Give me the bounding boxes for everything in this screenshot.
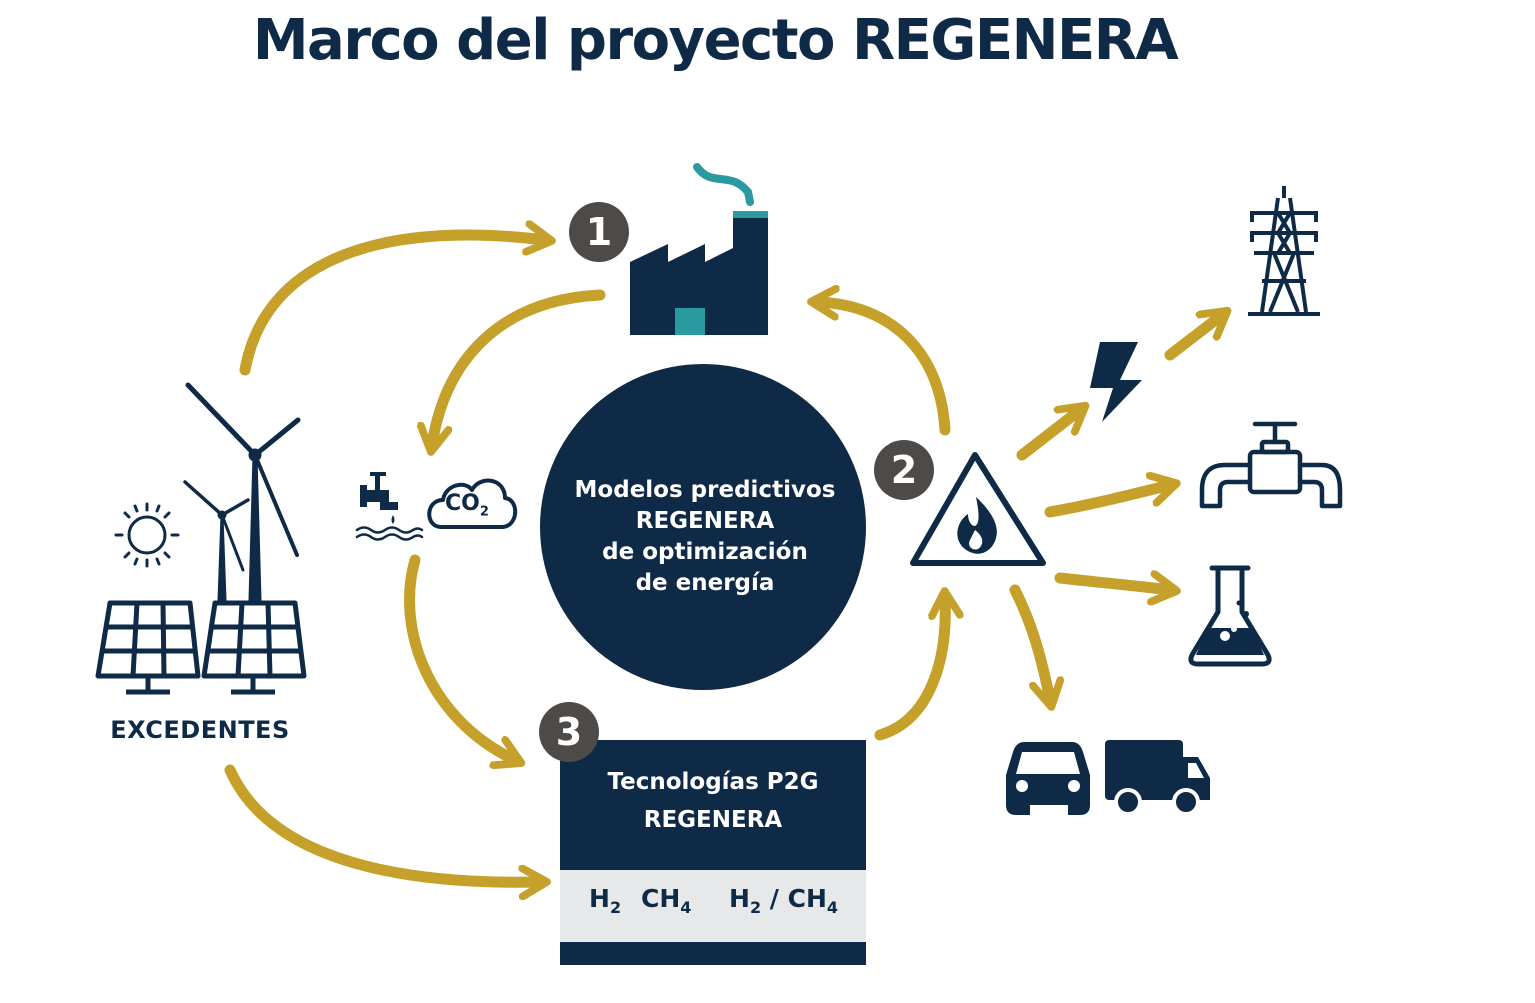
p2g-title-line-2: REGENERA xyxy=(643,807,783,833)
center-line-1: Modelos predictivos xyxy=(574,477,836,503)
water-tap-icon xyxy=(355,472,424,541)
product-h2: H2 xyxy=(589,884,622,917)
arrow-excedentes-to-factory xyxy=(239,235,545,376)
arrow-p2g-to-flame xyxy=(874,598,945,741)
center-line-2: REGENERA xyxy=(635,508,775,534)
p2g-products-band xyxy=(560,870,866,942)
p2g-box-title: Tecnologías P2G REGENERA xyxy=(560,763,866,839)
arrow-flame-to-vehicles xyxy=(1009,584,1050,700)
sun-icon xyxy=(114,502,180,568)
power-tower-icon xyxy=(1248,186,1320,316)
flammable-warning-icon xyxy=(910,452,1046,566)
co2-label: CO2 xyxy=(445,491,489,520)
lightning-icon xyxy=(1090,342,1142,422)
gas-pipe-valve-icon xyxy=(1199,421,1343,509)
arrow-flame-to-factory xyxy=(818,302,951,436)
arrow-factory-to-inputs xyxy=(432,289,606,445)
arrow-flame-to-flask xyxy=(1054,578,1170,590)
product-ch4: CH4 xyxy=(641,884,692,917)
arrow-excedentes-to-p2g xyxy=(224,764,540,882)
arrow-lightning-to-tower xyxy=(1164,315,1222,361)
step-number-1: 1 xyxy=(585,210,613,254)
car-icon xyxy=(1006,742,1090,815)
step-badge-3 xyxy=(539,702,599,762)
truck-icon xyxy=(1105,740,1210,816)
product-h2-ch4-blend: H2 / CH4 xyxy=(729,884,839,917)
page-title: Marco del proyecto REGENERA xyxy=(252,8,1179,73)
wind-turbine-icon xyxy=(183,382,301,601)
excedentes-label: EXCEDENTES xyxy=(110,716,290,744)
step-badge-1 xyxy=(569,202,629,262)
arrow-inputs-to-p2g xyxy=(404,554,515,760)
center-line-3: de optimización xyxy=(602,539,808,565)
factory-icon xyxy=(630,163,768,335)
arrow-flame-to-lightning xyxy=(1016,410,1080,461)
flow-arrows xyxy=(224,235,1222,882)
p2g-box xyxy=(560,740,866,965)
step-number-2: 2 xyxy=(890,448,918,492)
center-line-4: de energía xyxy=(635,570,775,596)
p2g-title-line-1: Tecnologías P2G xyxy=(607,769,819,795)
step-number-3: 3 xyxy=(555,710,583,754)
center-circle-label: Modelos predictivos REGENERA de optimiza… xyxy=(555,475,855,599)
co2-cloud-icon xyxy=(427,478,518,529)
chemical-flask-icon xyxy=(1188,565,1272,667)
center-circle xyxy=(540,364,866,690)
step-badge-2 xyxy=(874,440,934,500)
solar-panel-icon xyxy=(95,600,307,695)
arrow-flame-to-pipe xyxy=(1044,485,1170,518)
